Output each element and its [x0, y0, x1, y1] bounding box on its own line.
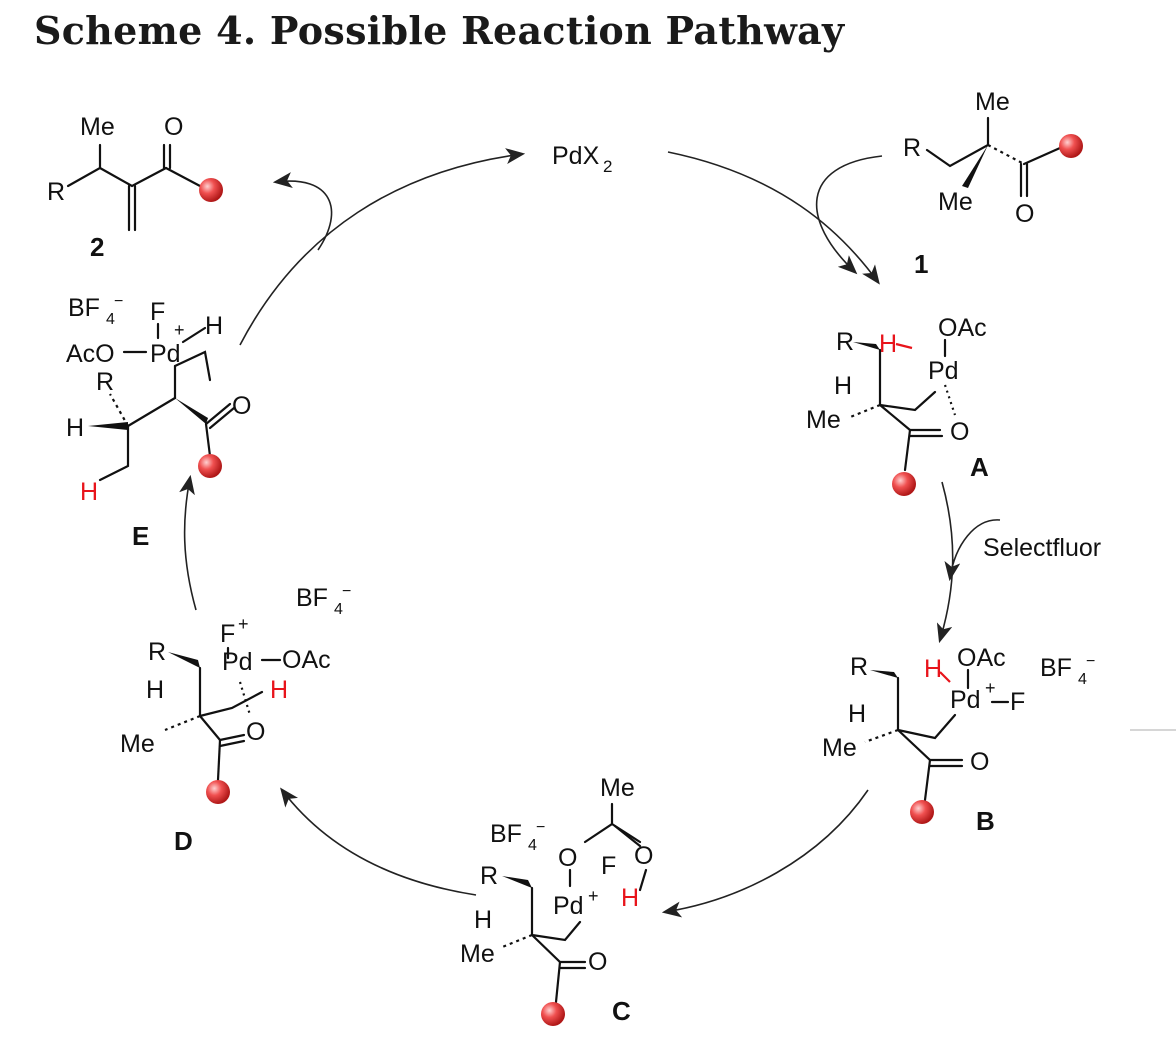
atom-h: H: [205, 312, 223, 340]
intermediate-A: R H OAc Pd H Me O A: [806, 314, 989, 496]
atom-pd: Pd: [928, 357, 959, 385]
atom-four: 4: [528, 837, 537, 854]
atom-r: R: [96, 368, 114, 396]
arrow-catalyst-to-A: [667, 151, 880, 285]
scheme-title: Scheme 4. Possible Reaction Pathway: [34, 8, 845, 53]
atom-plus: +: [588, 886, 599, 906]
atom-o: O: [232, 392, 251, 420]
atom-o: O: [1015, 200, 1034, 228]
atom-o: O: [164, 113, 183, 141]
label-C: C: [612, 996, 631, 1026]
atom-h-migrating: H: [270, 676, 288, 704]
atom-f: F: [220, 620, 235, 648]
atom-me: Me: [600, 774, 635, 802]
atom-four: 4: [1078, 671, 1087, 688]
atom-minus: −: [342, 583, 351, 600]
reagent-selectfluor: Selectfluor: [983, 534, 1101, 562]
catalyst-pdx2: PdX 2: [552, 142, 612, 176]
catalyst-label: PdX: [552, 142, 600, 170]
atom-oac: OAc: [957, 644, 1006, 672]
atom-pd: Pd: [150, 340, 181, 368]
label-A: A: [970, 452, 989, 482]
atom-plus: +: [174, 320, 185, 340]
atom-o-acid: O: [634, 842, 653, 870]
atom-me: Me: [80, 113, 115, 141]
catalyst-subscript: 2: [603, 157, 612, 176]
atom-o: O: [246, 718, 265, 746]
atom-h-agostic: H: [924, 655, 942, 683]
atom-o-acetate: O: [558, 844, 577, 872]
intermediate-C: Me BF 4 − O O F H R Pd + H Me O C: [460, 774, 653, 1026]
atom-h-terminal: H: [80, 478, 98, 506]
atom-r: R: [903, 134, 921, 162]
atom-aco: AcO: [66, 340, 115, 368]
arrow-A-to-B: [936, 481, 954, 644]
arrow-substrate-in: [815, 155, 883, 275]
atom-oac: OAc: [282, 646, 331, 674]
intermediate-B: R H OAc Pd + F BF 4 − H Me O B: [822, 644, 1095, 836]
label-D: D: [174, 826, 193, 856]
counterion-bf4: BF 4 −: [490, 819, 545, 854]
atom-r: R: [850, 653, 868, 681]
arrow-E-to-catalyst: [239, 148, 526, 346]
atom-minus: −: [536, 819, 545, 836]
atom-bf: BF: [490, 820, 522, 848]
intermediate-E: BF 4 − F + H AcO Pd R O H H E: [66, 293, 251, 551]
substrate-1: Me R Me O 1: [903, 88, 1083, 279]
atom-f: F: [1010, 688, 1025, 716]
atom-pd: Pd: [222, 648, 253, 676]
atom-minus: −: [114, 293, 123, 310]
atom-h: H: [834, 372, 852, 400]
arrow-D-to-E: [179, 474, 197, 611]
atom-r: R: [148, 638, 166, 666]
atom-oac: OAc: [938, 314, 987, 342]
atom-r: R: [480, 862, 498, 890]
atom-f: F: [601, 852, 616, 880]
atom-o: O: [970, 748, 989, 776]
arrow-selectfluor-in: [944, 519, 1001, 582]
atom-h-acid: H: [621, 884, 639, 912]
label-E: E: [132, 521, 149, 551]
label-B: B: [976, 806, 995, 836]
atom-o: O: [950, 418, 969, 446]
atom-bf: BF: [68, 294, 100, 322]
atom-pd: Pd: [553, 892, 584, 920]
label-compound-2: 2: [90, 232, 104, 262]
atom-me: Me: [822, 734, 857, 762]
intermediate-D: BF 4 − F + R Pd OAc H H Me O D: [120, 583, 351, 856]
atom-four: 4: [334, 601, 343, 618]
atom-me-bottom: Me: [938, 188, 973, 216]
atom-h: H: [474, 906, 492, 934]
atom-h: H: [146, 676, 164, 704]
atom-h-left: H: [66, 414, 84, 442]
atom-h: H: [848, 700, 866, 728]
atom-me-bottom: Me: [460, 940, 495, 968]
label-compound-1: 1: [914, 249, 928, 279]
counterion-bf4: BF 4 −: [1040, 653, 1095, 688]
arrow-B-to-C: [661, 789, 869, 918]
arrow-product-out: [272, 172, 333, 251]
atom-me: Me: [120, 730, 155, 758]
product-2: Me R O 2: [47, 113, 223, 262]
atom-plus: +: [238, 614, 249, 634]
atom-four: 4: [106, 311, 115, 328]
atom-o-ring: O: [588, 948, 607, 976]
atom-me-top: Me: [975, 88, 1010, 116]
atom-pd: Pd: [950, 686, 981, 714]
atom-me: Me: [806, 406, 841, 434]
atom-f: F: [150, 298, 165, 326]
atom-plus: +: [985, 678, 996, 698]
atom-r: R: [47, 178, 65, 206]
counterion-bf4: BF 4 −: [68, 293, 123, 328]
atom-h-agostic: H: [879, 330, 897, 358]
atom-bf: BF: [1040, 654, 1072, 682]
atom-r: R: [836, 328, 854, 356]
arrow-C-to-D: [280, 787, 477, 896]
atom-bf: BF: [296, 584, 328, 612]
counterion-bf4: BF 4 −: [296, 583, 351, 618]
atom-minus: −: [1086, 653, 1095, 670]
